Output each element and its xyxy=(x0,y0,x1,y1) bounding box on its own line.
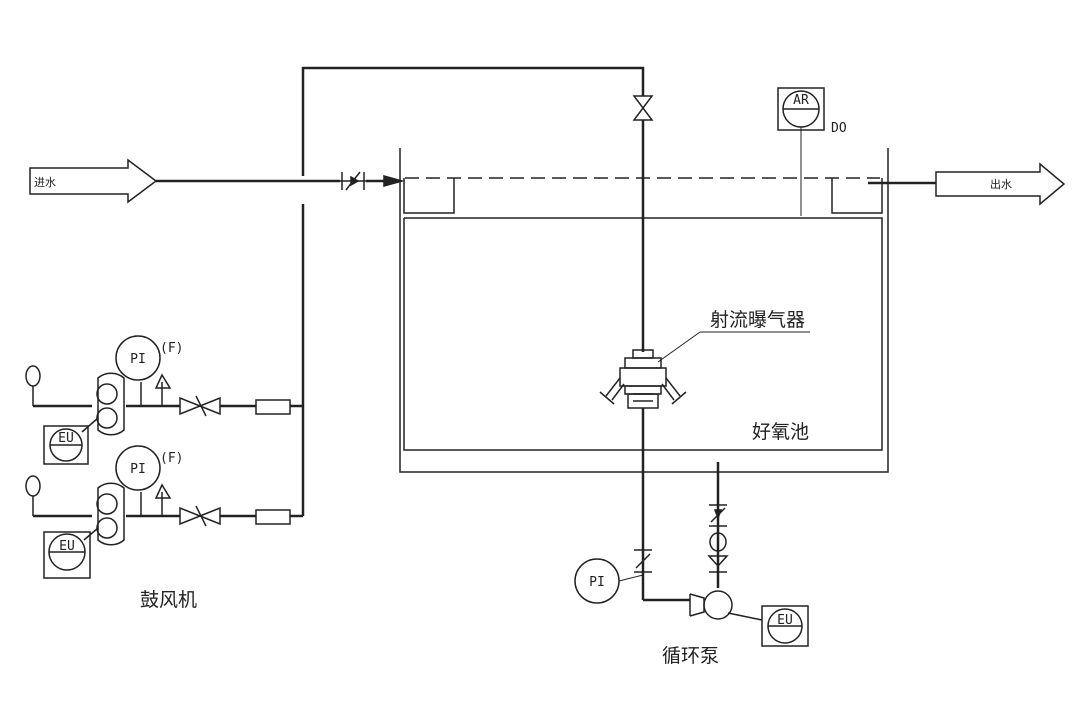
pump-discharge-check-valve xyxy=(634,549,652,573)
pump-pressure-tag: PI xyxy=(589,575,605,590)
blower-1-motor-tag: EU xyxy=(58,431,74,446)
blower-2-pressure-tag: PI xyxy=(130,462,146,477)
inlet-pipe xyxy=(156,175,405,187)
jet-aerator-label: 射流曝气器 xyxy=(710,309,805,331)
outlet-arrow xyxy=(935,162,1066,206)
air-gate-valve xyxy=(632,95,654,121)
pump-strainer xyxy=(707,532,729,573)
blower-2-motor xyxy=(43,527,99,579)
jet-aerator xyxy=(599,349,687,409)
do-analyzer-tag: AR xyxy=(793,93,809,108)
inlet-arrow xyxy=(29,158,158,204)
blower-2 xyxy=(25,445,291,546)
blower-2-pressure-suffix: (F) xyxy=(160,451,183,466)
pump-suction-check-valve xyxy=(709,504,727,527)
blower-2-motor-tag: EU xyxy=(59,539,75,554)
blower-1-pressure-tag: PI xyxy=(130,352,146,367)
circulation-pump xyxy=(689,590,763,621)
inlet-label: 进水 xyxy=(34,176,56,189)
inlet-check-valve xyxy=(340,171,366,191)
pump-motor-tag: EU xyxy=(777,613,793,628)
blower-1-motor xyxy=(43,417,99,465)
pump-label: 循环泵 xyxy=(662,645,719,667)
do-analyzer xyxy=(777,87,825,216)
outlet-label: 出水 xyxy=(990,177,1012,191)
air-header-pipe xyxy=(290,66,645,518)
blower-1 xyxy=(25,335,291,436)
do-analyzer-param: DO xyxy=(831,121,847,136)
blower-label: 鼓风机 xyxy=(140,589,197,611)
recirc-pipe xyxy=(641,408,720,602)
jet-aerator-leader xyxy=(657,331,810,363)
aeration-tank-label: 好氧池 xyxy=(752,421,809,443)
blower-1-pressure-suffix: (F) xyxy=(160,341,183,356)
pump-motor xyxy=(761,605,809,647)
pump-pressure-gauge xyxy=(574,558,644,604)
